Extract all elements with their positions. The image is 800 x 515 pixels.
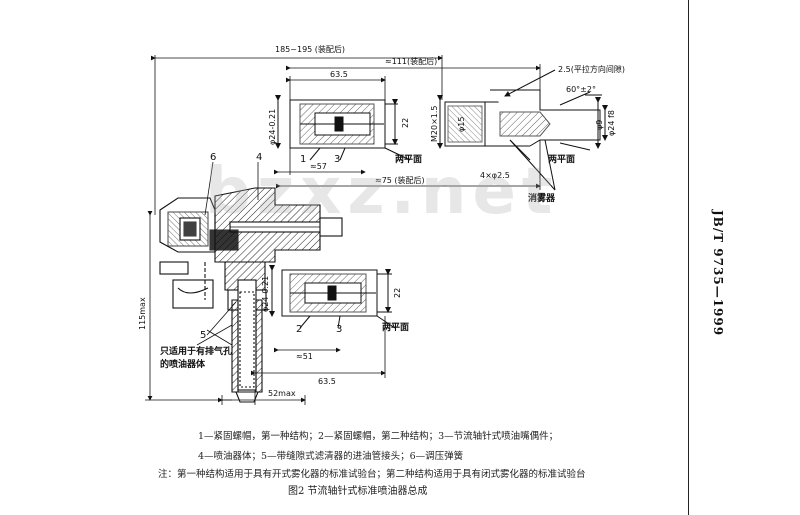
- dim-overall-length: 185~195 (装配后): [275, 44, 345, 54]
- part-number-6: 6: [210, 152, 216, 163]
- watermark: bzxz.net: [205, 155, 559, 229]
- dim-length-51: ≈51: [296, 352, 313, 361]
- dim-width-52: 52max: [268, 389, 296, 398]
- legend-line-1: 1—紧固螺帽，第一种结构；2—紧固螺帽，第二种结构；3—节流轴针式喷油嘴偶件；: [198, 431, 559, 442]
- dimension-lines-bottom: [145, 211, 386, 405]
- legend-line-2: 4—喷油器体；5—带缝隙式滤清器的进油管接头；6—调压弹簧: [198, 451, 464, 462]
- part-number-1: 1: [300, 154, 306, 165]
- dim-length-75: ≈75 (装配后): [375, 175, 425, 185]
- injector-body: [159, 187, 343, 403]
- dim-height-22-top: 22: [401, 118, 410, 128]
- dim-angle: 60°±2°: [566, 85, 596, 94]
- part-number-2: 2: [296, 324, 302, 335]
- dim-dia-9: φ9: [595, 120, 604, 130]
- dim-length-63-5-top: 63.5: [330, 70, 348, 79]
- figure-title: 图2 节流轴针式标准喷油器总成: [288, 486, 428, 497]
- part-number-5: 5: [200, 330, 206, 341]
- dim-dia-24-top: φ24-0.21: [268, 109, 277, 145]
- dim-height-115: 115max: [138, 297, 147, 330]
- label-flats-bottom: 两平面: [382, 322, 409, 333]
- dim-height-22-bottom: 22: [393, 288, 402, 298]
- dim-dia-24-bottom: φ24-0.21: [261, 276, 270, 312]
- dim-thread-m20: M20×1.5: [430, 105, 439, 142]
- part-number-3-top: 3: [334, 154, 340, 165]
- dim-dia-24-f8: φ24 f8: [607, 110, 616, 136]
- dim-length-57: ≈57: [310, 162, 327, 171]
- margin-rule: [688, 0, 689, 515]
- part-number-4: 4: [256, 152, 262, 163]
- dim-holes: 4×φ2.5: [480, 171, 510, 180]
- part-leaders: [204, 161, 259, 346]
- dim-slot: 2.5(平拉方向间隙): [558, 64, 625, 74]
- nozzle-cap-top: [275, 95, 411, 161]
- dim-length-111: ≈111(装配后): [385, 56, 437, 66]
- dim-dia-15: φ15: [457, 117, 466, 132]
- label-flats-top: 两平面: [395, 154, 422, 165]
- label-flats-mid: 两平面: [548, 154, 575, 165]
- label-vent-note: 只适用于有排气孔的喷油器体: [160, 347, 233, 370]
- label-atomizer: 消雾器: [528, 192, 556, 204]
- dim-length-63-5-bottom: 63.5: [318, 377, 336, 386]
- standard-code: JB/T 9735—1999: [711, 210, 725, 337]
- caption-note: 注：第一种结构适用于具有开式雾化器的标准试验台；第二种结构适用于具有闭式雾化器的…: [158, 469, 586, 480]
- atomizer-detail: [437, 69, 608, 191]
- nozzle-cap-bottom: [269, 265, 396, 329]
- part-number-3-bottom: 3: [336, 324, 342, 335]
